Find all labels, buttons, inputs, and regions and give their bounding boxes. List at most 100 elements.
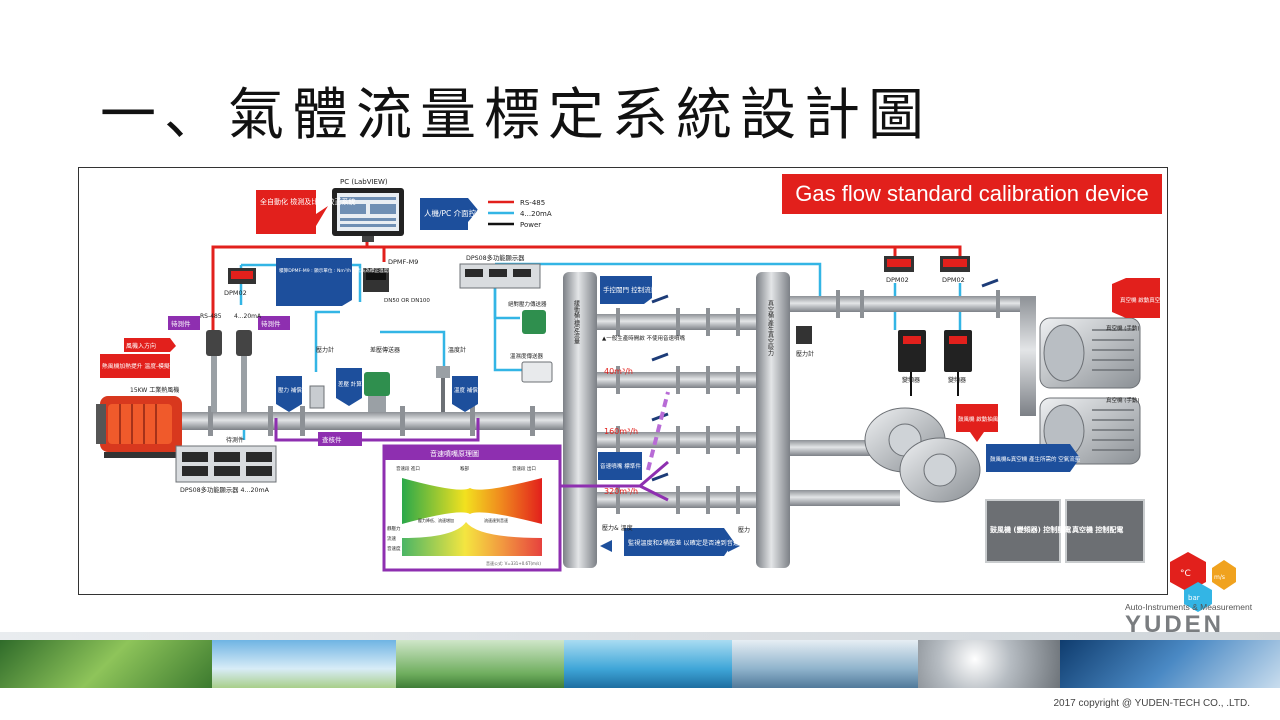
monitor-text: 監視溫度和2桶壓差 以確定是否達到音速 [628, 539, 739, 547]
dut-probe-1 [206, 330, 222, 412]
dut-tag-1: 待測件 [171, 319, 191, 328]
photo-bubbles [918, 640, 1060, 688]
dps08-display-left [175, 445, 277, 483]
nozzle-in: 音速段 進口 [396, 465, 420, 472]
fan-in-label: 風機入方向 [126, 342, 156, 350]
temp-comp-text: 溫度 補償 [454, 386, 478, 394]
sonic-std-callout [598, 452, 642, 480]
temp-probe [436, 366, 450, 412]
t-meter-label: 溫度計 [448, 346, 466, 354]
photo-waterfall [732, 640, 918, 688]
pc-monitor [332, 188, 404, 242]
nozzle-r3: 音速度 [387, 545, 401, 552]
vfd2-label: 變頻器 [948, 376, 966, 384]
dps08-top-label: DPS08多功能顯示器 [466, 253, 525, 262]
blower-start-callout [956, 404, 998, 442]
sonic-dash-arrow [646, 391, 670, 471]
page-title: 一、氣體流量標定系統設計圖 [100, 83, 932, 148]
logo-subtitle: Auto-Instruments & Measurement [1125, 602, 1253, 612]
heater-callout-text: 熱風機加熱提升 溫度-模擬煙囪 [102, 362, 181, 370]
dut-tag-3: 待測件 [226, 436, 244, 444]
pressure-gauge [309, 385, 325, 409]
manual-valve-callout [600, 276, 652, 304]
nozzle-throat: 喉部 [460, 465, 469, 472]
press-label: 壓力 [738, 526, 750, 534]
arrows-blue [600, 540, 740, 552]
nozzle-title: 音速噴嘴原理圖 [430, 449, 479, 458]
legend-rs485-label: RS-485 [520, 199, 545, 207]
flow-160-label: 160m³/h [604, 427, 638, 436]
footer-copyright: 2017 copyright @ YUDEN-TECH CO., .LTD. [1053, 698, 1250, 709]
abs-pressure-tx [522, 310, 546, 334]
rs485-probe-label: RS-485 [200, 313, 222, 320]
blower-2 [899, 437, 981, 503]
photo-leaves [0, 640, 212, 688]
dpmf-note-text: 積算DPMF-M9 : 顯示單位 : Nm³/h N代表為標正溫度壓力據 標定為… [279, 267, 453, 274]
ma-probe-label: 4...20mA [234, 313, 262, 320]
dut-probe-2 [236, 330, 252, 412]
auto-callout [256, 190, 328, 234]
temp-hum-tx [521, 361, 553, 383]
p-meter-label: 壓力計 [316, 346, 334, 354]
gas-flow-banner: Gas flow standard calibration device [782, 174, 1162, 214]
dut-tags [168, 316, 362, 446]
dpm02-left-label: DPM02 [224, 289, 247, 297]
industrial-heater [96, 396, 182, 458]
vacuum-pump-1 [1039, 317, 1141, 389]
pressure-gauge-vac [796, 326, 812, 344]
legend-lines [488, 200, 514, 226]
nozzle-r1: 靜壓力 [387, 525, 401, 532]
air-flow-text: 鼓風機&真空機 產生所需的 空氣流量 [990, 455, 1081, 463]
logo-badge [1170, 552, 1236, 612]
blower-control-panel [985, 499, 1061, 563]
manual-valve-text: 手控閥門 控制流量 [603, 285, 658, 294]
nozzle-note1: 壓力降低、流速增加 [418, 517, 454, 523]
footer-photo-strip [0, 640, 1280, 688]
dn-label: DN50 OR DN100 [384, 298, 430, 304]
flow-320-label: 320m³/h [604, 487, 638, 496]
vacuum-tank-label: 真空桶:產生真空吸力 [767, 299, 774, 357]
auto-callout-text: 全自動化 檢測及比對 校正系統 [260, 197, 355, 206]
vacuum-control-panel [1065, 499, 1145, 563]
dpmf-meter [363, 268, 389, 292]
purple-connectors [274, 418, 669, 502]
dpm02-r2-label: DPM02 [942, 276, 965, 284]
legend-analog-label: 4...20mA [520, 210, 552, 218]
vac-manual2-label: 真空機 (手動) [1106, 396, 1140, 404]
dp-transmitter [364, 372, 390, 412]
air-flow-callout [986, 444, 1080, 472]
dp-tx-label: 差壓傳送器 [370, 346, 400, 354]
heater-kw-label: 15KW 工業熱風機 [130, 386, 179, 394]
fine-p-label: 絕對壓力傳送器 [508, 300, 547, 308]
vfd-1 [898, 330, 926, 372]
p-meter2-label: 壓力計 [796, 350, 814, 358]
blower-panel-label: 鼓風機 (變頻器) 控制配電 [990, 525, 1071, 534]
blower-start-text: 鼓風機 啟動抽風 [958, 415, 999, 423]
nozzle-out: 音速段 出口 [512, 465, 536, 472]
vfd1-label: 變頻器 [902, 376, 920, 384]
valve-handles [651, 278, 999, 482]
footer-divider [0, 632, 1280, 640]
pipe-flanges [208, 406, 535, 436]
nozzle-principle-panel [382, 444, 562, 572]
temp-hum-label: 溫濕度傳送器 [510, 352, 544, 360]
vac-manual1-label: 真空機 (手動) [1106, 324, 1140, 332]
vac-panel-label: 真空機 控制配電 [1072, 525, 1123, 534]
main-pipe [180, 412, 565, 430]
photo-greenhouse [396, 640, 564, 688]
dp-calc-text: 差壓 計算 [338, 380, 362, 388]
nozzle-formula: 音速公式: V=331+0.6T(m/s) [486, 560, 541, 566]
pc-label: PC (LabVIEW) [340, 178, 388, 186]
buffer-tank-label: 緩衝桶:標定流量 [573, 299, 580, 345]
photo-wind-turbine [212, 640, 396, 688]
buffer-tank [563, 272, 597, 568]
dps08-display-top [459, 263, 541, 289]
dpm02-meter-left [228, 268, 256, 284]
legend-power-label: Power [520, 221, 541, 229]
flow-40-label: 40m³/h [604, 367, 633, 376]
photo-water [564, 640, 732, 688]
branch-flanges [616, 290, 1000, 514]
logo-badge-ms: m/s [1214, 574, 1225, 581]
logo-badge-bar: bar [1188, 594, 1200, 602]
